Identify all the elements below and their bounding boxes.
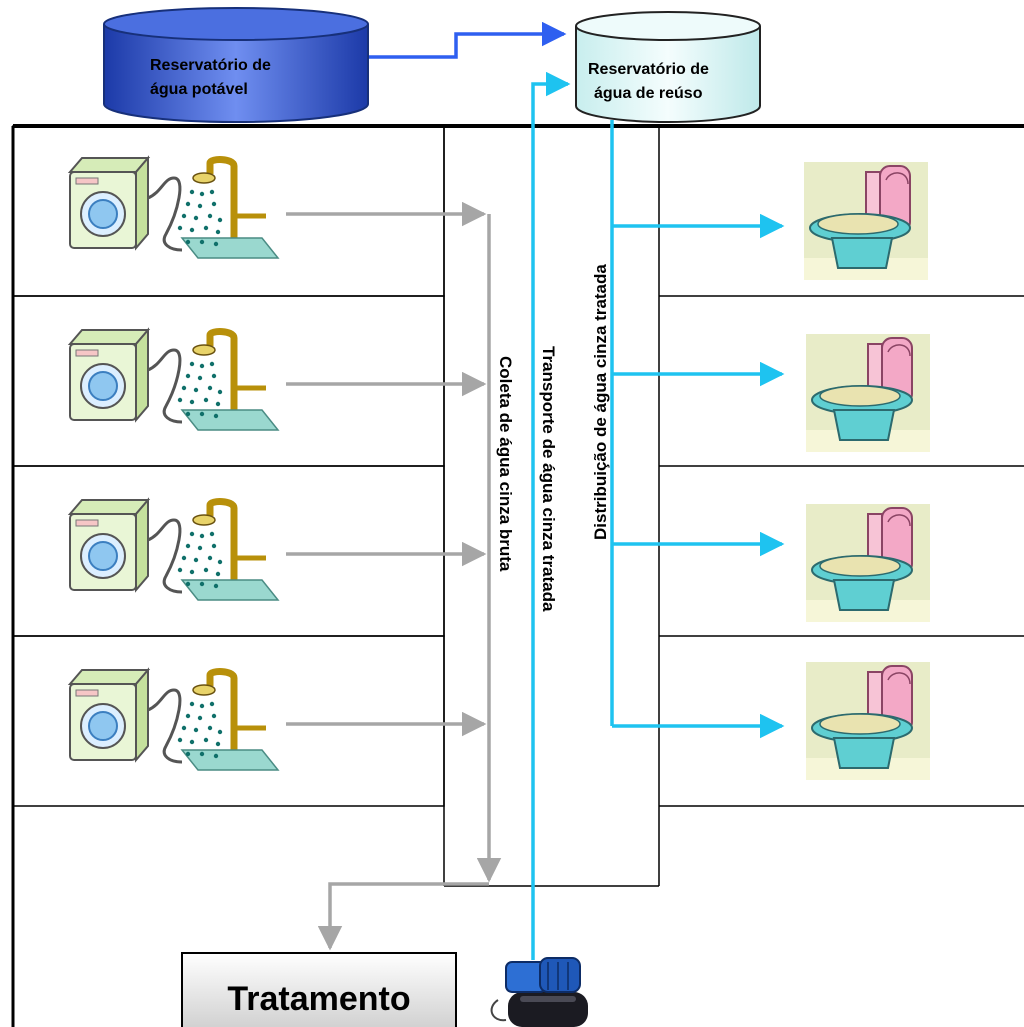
washing-machine-shower-icon-floor-4 xyxy=(70,670,278,770)
water-pump-icon xyxy=(490,957,588,1027)
potable-water-pipe xyxy=(368,21,567,59)
reuse-water-reservoir: Reservatório de água de reúso xyxy=(575,11,761,123)
raw-greywater-collection-pipes xyxy=(286,201,502,951)
potable-water-reservoir: Reservatório de água potável xyxy=(103,7,369,123)
toilet-icon-floor-4 xyxy=(805,661,931,781)
toilet-icon-floor-1 xyxy=(803,161,929,281)
reuse-reservoir-label-line1: Reservatório de xyxy=(588,61,709,78)
reuse-reservoir-label-line2: água de reúso xyxy=(594,85,703,102)
treated-water-transport-label: Transporte de água cinza tratada xyxy=(539,346,558,612)
washing-machine-shower-icon-floor-3 xyxy=(70,500,278,600)
raw-greywater-collection-label: Coleta de água cinza bruta xyxy=(496,356,515,572)
treatment-unit: Tratamento xyxy=(181,952,457,1027)
toilet-icon-floor-2 xyxy=(805,333,931,453)
treated-water-distribution-pipes xyxy=(610,120,785,739)
washing-machine-shower-icon-floor-2 xyxy=(70,330,278,430)
treatment-label: Tratamento xyxy=(227,980,410,1018)
building-outline xyxy=(11,124,1024,1027)
potable-reservoir-label-line2: água potável xyxy=(150,81,248,98)
washing-machine-shower-icon-floor-1 xyxy=(70,158,278,258)
treated-water-transport-pipe xyxy=(531,71,571,960)
toilet-icon-floor-3 xyxy=(805,503,931,623)
potable-reservoir-label-line1: Reservatório de xyxy=(150,57,271,74)
treated-water-distribution-label: Distribuição de água cinza tratada xyxy=(591,264,610,540)
